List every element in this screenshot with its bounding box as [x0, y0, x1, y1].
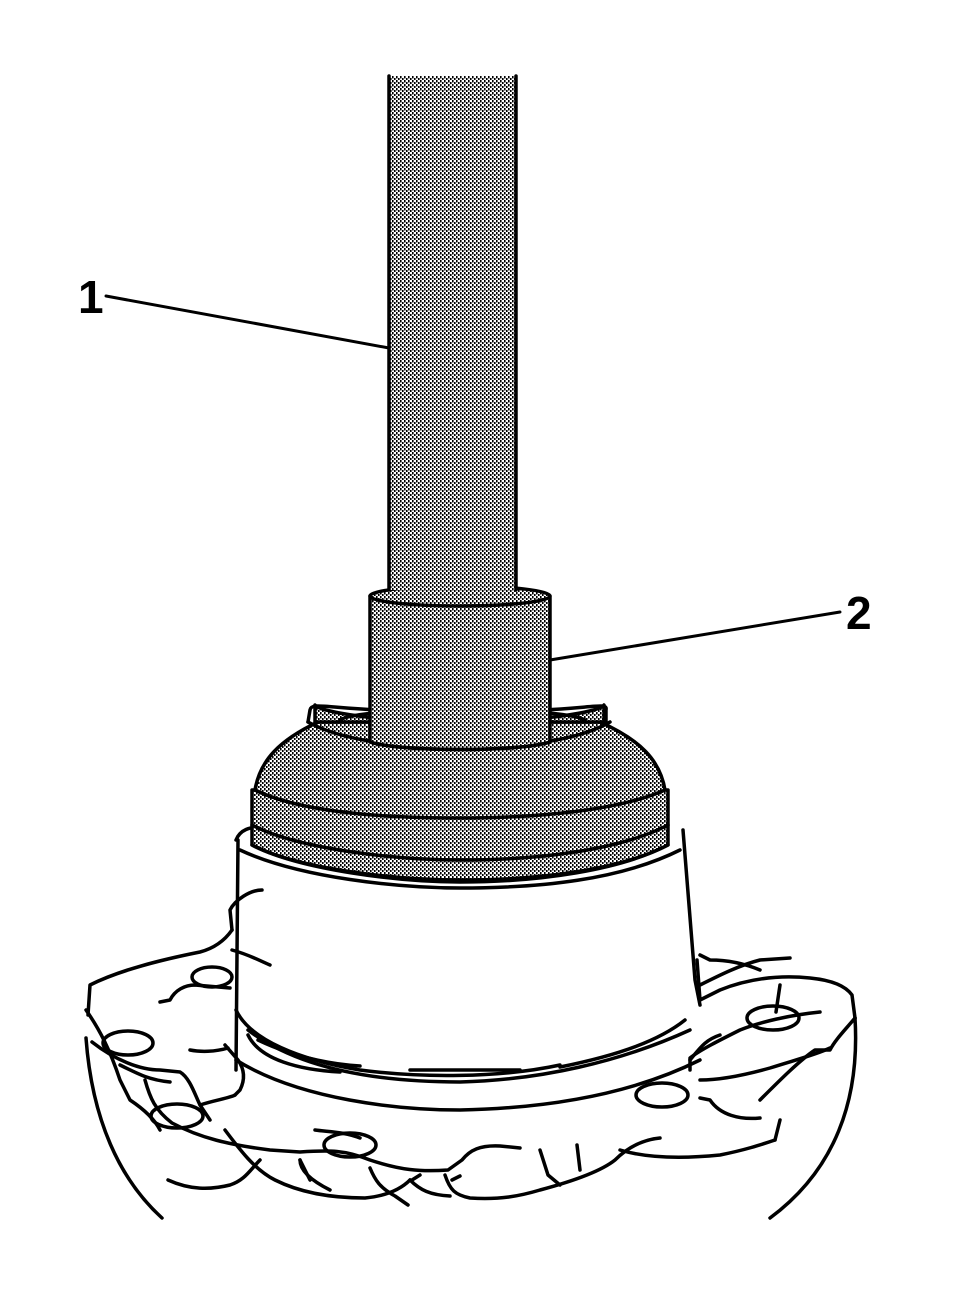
callout-label-2: 2 [846, 587, 872, 639]
bolt-holes [101, 965, 801, 1159]
hub-body [234, 825, 702, 1112]
driver-handle-shaft [387, 74, 518, 592]
leader-line-2 [548, 610, 842, 662]
installer-adapter [368, 584, 552, 752]
leader-line-1 [104, 294, 391, 350]
callout-label-1: 1 [78, 271, 104, 323]
hub-flange [84, 888, 857, 1207]
hub-base [84, 1016, 858, 1220]
